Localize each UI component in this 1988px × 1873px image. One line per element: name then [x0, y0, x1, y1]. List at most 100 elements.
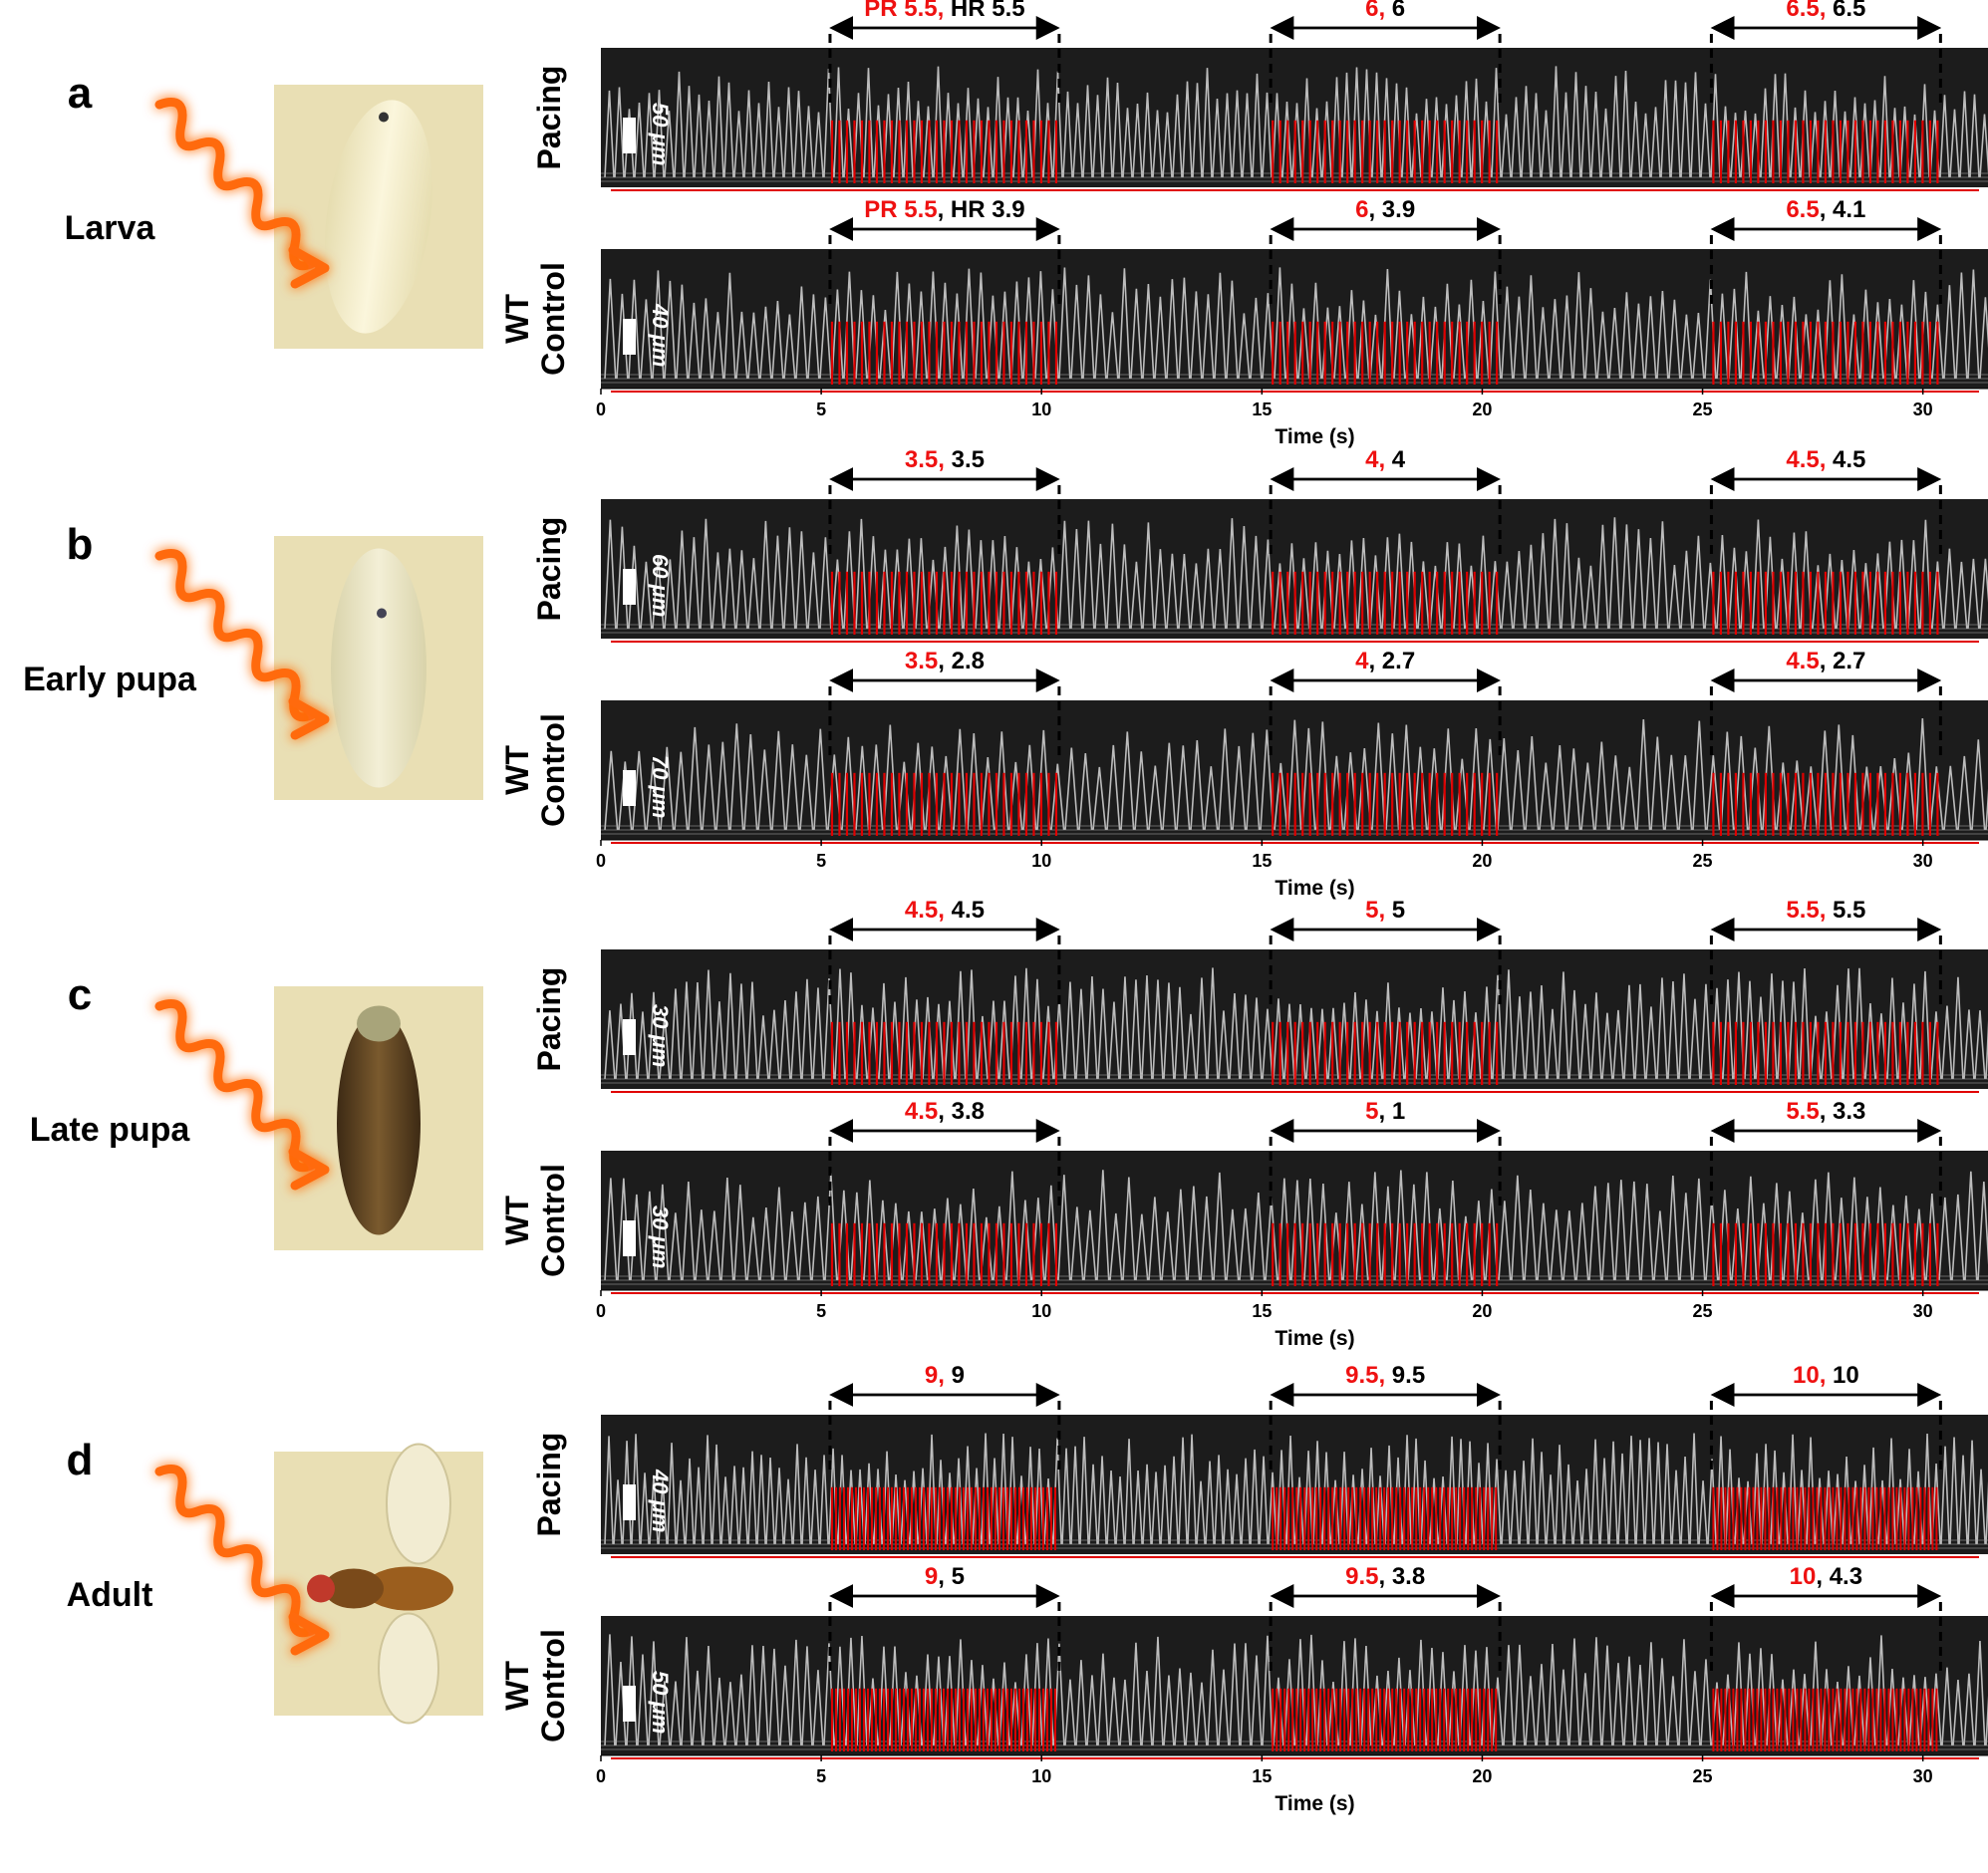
- axis-tick-label: 20: [1472, 851, 1492, 871]
- rate-annotation: 4.5, 2.7: [1786, 648, 1865, 674]
- stimulation-pulses: [1712, 571, 1939, 635]
- time-axis-title: Time (s): [1275, 877, 1354, 900]
- rate-annotation: PR 5.5, HR 5.5: [864, 0, 1024, 22]
- stimulation-pulses: [1712, 321, 1939, 385]
- stage-label: Early pupa: [23, 661, 197, 698]
- track-label-line: WT: [499, 294, 535, 344]
- axis-tick-label: 15: [1252, 1301, 1272, 1321]
- scale-bar-label: 30 μm: [648, 1004, 673, 1067]
- kymograph-contraction-traces: [604, 1170, 1988, 1281]
- pacing-rate-value: 9.5: [1345, 1563, 1378, 1590]
- rate-annotation: 5.5, 5.5: [1786, 897, 1865, 924]
- stimulation-pulses: [1272, 1222, 1499, 1286]
- stimulation-pulses: [830, 120, 1058, 183]
- scale-bar: [623, 569, 636, 605]
- heart-rate-value: 4.5: [945, 897, 985, 924]
- fly-wing-upper: [386, 1443, 451, 1565]
- panel-letter: b: [67, 520, 94, 569]
- light-arrow-head-icon: [288, 1147, 330, 1191]
- pacing-rate-value: 4.5: [905, 1098, 938, 1125]
- heart-rate-value: 5.5: [1826, 897, 1865, 924]
- heart-rate-value: 3.5: [945, 446, 985, 473]
- scale-bar: [623, 319, 636, 355]
- late-pupa-head: [357, 1005, 401, 1042]
- heart-rate-value: , 2.8: [938, 648, 985, 674]
- rate-annotation: 9.5, 9.5: [1345, 1362, 1425, 1389]
- pacing-rate-value: 9,: [925, 1362, 945, 1389]
- axis-tick-label: 30: [1913, 400, 1933, 419]
- scale-bar-label: 40 μm: [648, 303, 673, 367]
- scale-bar-label: 50 μm: [648, 1671, 673, 1734]
- heart-rate-value: , 3.3: [1820, 1098, 1866, 1125]
- rate-annotation: 9.5, 3.8: [1345, 1563, 1425, 1590]
- scale-bar-label: 60 μm: [648, 554, 673, 617]
- pacing-rate-value: 6.5: [1786, 196, 1819, 223]
- scale-bar-label: 30 μm: [648, 1205, 673, 1268]
- fly-abdomen: [364, 1566, 453, 1611]
- pacing-rate-value: 6: [1355, 196, 1368, 223]
- track-label-line: Control: [535, 713, 571, 827]
- stimulation-pulses: [830, 772, 1058, 836]
- track-label-line: Control: [535, 1164, 571, 1277]
- axis-tick-label: 15: [1252, 400, 1272, 419]
- scale-bar: [623, 118, 636, 153]
- axis-tick-label: 5: [816, 1301, 826, 1321]
- light-stimulation-arrow-icon: [154, 98, 316, 271]
- rate-annotation: 5.5, 3.3: [1786, 1098, 1865, 1125]
- kymograph-contraction-traces: [604, 1433, 1988, 1545]
- larva-body: [324, 100, 433, 334]
- heart-rate-value: , 5: [938, 1563, 965, 1590]
- early-pupa-spot: [377, 608, 387, 619]
- pacing-rate-value: 5: [1365, 1098, 1378, 1125]
- heart-rate-value: , 2.7: [1820, 648, 1866, 674]
- panel-letter: c: [68, 970, 92, 1019]
- axis-tick-label: 25: [1693, 400, 1713, 419]
- stimulation-pulses: [1272, 571, 1499, 635]
- track-label-line: WT: [499, 745, 535, 795]
- axis-tick-label: 15: [1252, 1766, 1272, 1786]
- track-label: Pacing: [531, 1433, 567, 1537]
- stimulation-pulses: [830, 571, 1058, 635]
- kymograph-contraction-traces: [604, 718, 1988, 831]
- rate-annotation: 3.5, 3.5: [905, 446, 985, 473]
- stimulation-pulses: [1712, 1021, 1939, 1085]
- axis-tick-label: 30: [1913, 851, 1933, 871]
- axis-tick-label: 25: [1693, 1766, 1713, 1786]
- pacing-rate-value: PR 5.5,: [864, 0, 944, 22]
- pacing-rate-value: 9: [925, 1563, 938, 1590]
- stimulation-pulses: [1712, 1222, 1939, 1286]
- heart-rate-value: 9.5: [1385, 1362, 1425, 1389]
- axis-tick-label: 30: [1913, 1301, 1933, 1321]
- heart-rate-value: , 4.3: [1816, 1563, 1862, 1590]
- stage-label: Late pupa: [30, 1111, 191, 1149]
- scale-bar: [623, 770, 636, 806]
- kymograph-contraction-traces: [604, 1634, 1988, 1746]
- stimulation-pulses: [830, 1021, 1058, 1085]
- rate-annotation: 4, 2.7: [1355, 648, 1415, 674]
- scale-bar: [623, 1019, 636, 1055]
- light-stimulation-arrow-icon: [154, 549, 316, 722]
- rate-annotation: 6, 3.9: [1355, 196, 1415, 223]
- pacing-rate-value: 3.5: [905, 648, 938, 674]
- heart-rate-value: 10: [1826, 1362, 1858, 1389]
- rate-annotation: 3.5, 2.8: [905, 648, 985, 674]
- rate-annotation: 10, 10: [1793, 1362, 1859, 1389]
- rate-annotation: 4, 4: [1365, 446, 1406, 473]
- heart-rate-value: , 2.7: [1368, 648, 1415, 674]
- fly-thorax: [324, 1568, 384, 1609]
- rate-annotation: 5, 5: [1365, 897, 1405, 924]
- pacing-rate-value: 4: [1355, 648, 1369, 674]
- axis-tick-label: 0: [596, 851, 606, 871]
- stimulation-pulses: [830, 1222, 1058, 1286]
- axis-tick-label: 10: [1031, 1766, 1051, 1786]
- track-label: Pacing: [531, 66, 567, 170]
- pacing-rate-value: 4,: [1365, 446, 1385, 473]
- rate-annotation: 4.5, 4.5: [905, 897, 985, 924]
- scale-bar: [623, 1686, 636, 1722]
- light-arrow-head-icon: [288, 1612, 330, 1656]
- rate-annotation: 4.5, 3.8: [905, 1098, 985, 1125]
